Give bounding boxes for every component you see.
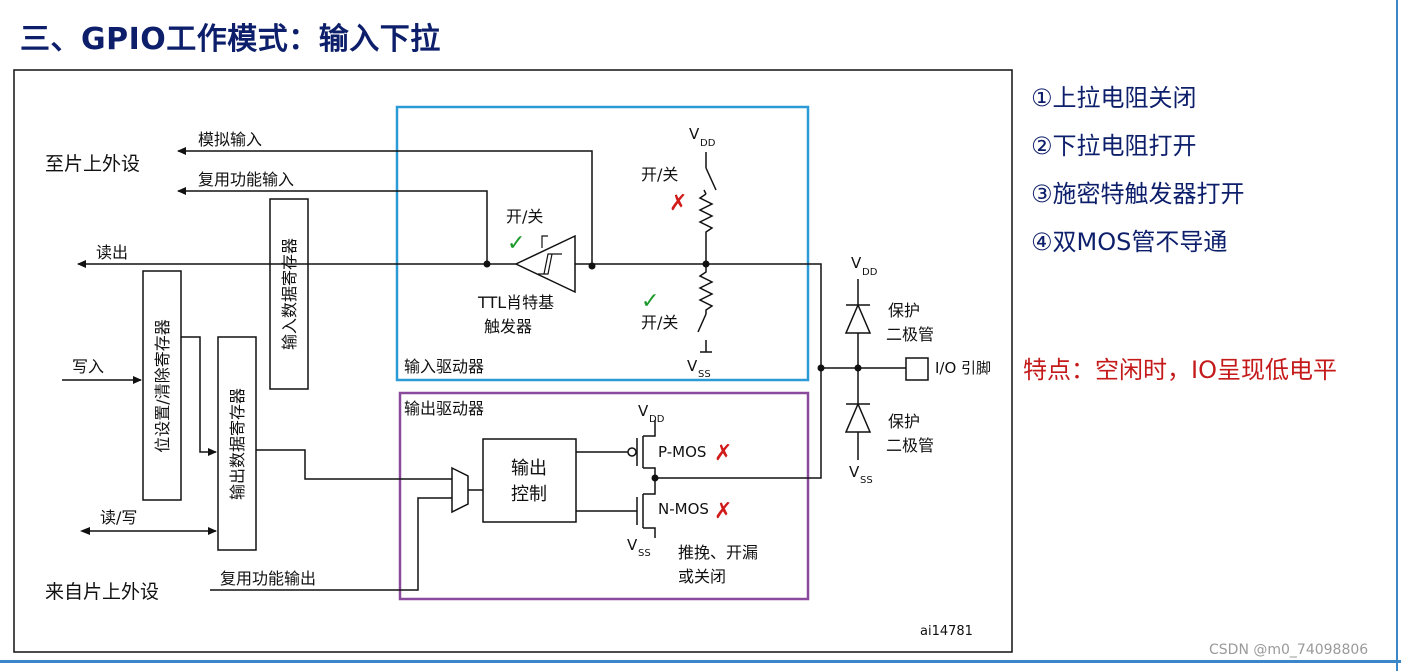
from-peripheral-label: 来自片上外设 [45, 581, 159, 603]
right-edge-rule [1396, 0, 1398, 671]
output-control-label-1: 输出 [511, 458, 547, 479]
alt-func-input-label: 复用功能输入 [198, 170, 294, 189]
bit-set-reset-register-label: 位设置/清除寄存器 [153, 319, 172, 452]
pmos-vdd-label: V [638, 402, 649, 420]
upper-diode-label-2: 二极管 [886, 325, 934, 344]
bsrr-to-odr-wire [181, 336, 217, 456]
nmos-cross: ✗ [714, 499, 732, 524]
diode-vss-label: V [849, 463, 860, 481]
ttl-schmitt-label-1: TTL肖特基 [477, 293, 554, 312]
mode-notes-list: ①上拉电阻关闭 ②下拉电阻打开 ③施密特触发器打开 ④双MOS管不导通 [1031, 80, 1245, 272]
output-mux [451, 466, 469, 514]
odr-to-mux-wire [256, 449, 452, 480]
io-pin-label: I/O 引脚 [935, 359, 991, 377]
lower-protect-diode [844, 402, 872, 433]
bottom-edge-rule [0, 660, 1401, 663]
diagram-frame [13, 69, 1013, 653]
diode-vdd-sub: DD [862, 267, 878, 278]
pmos-vdd-sub: DD [649, 414, 665, 425]
pulldown-resistor [698, 264, 714, 314]
pullup-vdd-label: V [689, 125, 700, 143]
read-out-label: 读出 [96, 243, 128, 262]
to-peripheral-label: 至片上外设 [45, 153, 140, 175]
output-control-box [482, 438, 577, 523]
analog-input-label: 模拟输入 [198, 130, 262, 149]
alt-func-input-wire [177, 187, 488, 264]
nmos-vss-label: V [627, 536, 638, 554]
pmos-label: P-MOS [658, 443, 706, 461]
note-item: ④双MOS管不导通 [1031, 228, 1228, 256]
output-data-register-label: 输出数据寄存器 [228, 388, 247, 500]
lower-diode-label-2: 二极管 [886, 436, 934, 455]
bit-set-reset-register-box [142, 270, 182, 501]
upper-protect-diode [844, 303, 872, 334]
pulldown-switch-label: 开/关 [641, 313, 678, 332]
feature-note: 特点：空闲时，IO呈现低电平 [1023, 356, 1337, 384]
note-item: ③施密特触发器打开 [1031, 180, 1245, 208]
output-driver-box [398, 391, 810, 601]
write-in-label: 写入 [72, 357, 104, 376]
output-driver-label: 输出驱动器 [404, 399, 484, 418]
mode-label-1: 推挽、开漏 [678, 543, 758, 562]
input-driver-box [395, 105, 810, 382]
analog-input-wire [177, 147, 593, 266]
output-control-label-2: 控制 [511, 484, 547, 505]
pullup-resistor [698, 193, 714, 264]
alt-func-output-wire [210, 497, 452, 591]
io-pin-box [905, 357, 929, 381]
lower-diode-label-1: 保护 [888, 412, 920, 431]
pullup-cross: ✗ [669, 191, 687, 216]
figure-id: ai14781 [920, 624, 973, 639]
input-data-register-box [269, 198, 309, 390]
slide-title: 三、GPIO工作模式：输入下拉 [20, 22, 441, 57]
pullup-switch-label: 开/关 [641, 165, 678, 184]
input-data-register-label: 输入数据寄存器 [280, 238, 299, 350]
pulldown-vss-sub: SS [698, 369, 711, 380]
alt-func-output-label: 复用功能输出 [220, 569, 316, 588]
mode-label-2: 或关闭 [678, 567, 726, 586]
output-data-register-box [217, 336, 257, 551]
nmos-label: N-MOS [658, 500, 709, 518]
pmos-cross: ✗ [714, 441, 732, 466]
pulldown-check: ✓ [641, 289, 659, 314]
diode-vss-sub: SS [860, 475, 873, 486]
pulldown-vss-label: V [687, 357, 698, 375]
diode-vdd-label: V [851, 254, 862, 272]
watermark: CSDN @m0_74098806 [1209, 642, 1369, 658]
note-item: ②下拉电阻打开 [1031, 132, 1197, 160]
schmitt-switch-label: 开/关 [506, 207, 543, 226]
pullup-vdd-sub: DD [700, 138, 716, 149]
pmos-transistor [636, 420, 656, 478]
upper-diode-label-1: 保护 [888, 301, 920, 320]
ttl-schmitt-label-2: 触发器 [484, 317, 532, 336]
note-item: ①上拉电阻关闭 [1031, 84, 1197, 112]
input-driver-label: 输入驱动器 [404, 357, 484, 376]
nmos-vss-sub: SS [638, 548, 651, 559]
read-write-label: 读/写 [100, 508, 137, 527]
schmitt-check: ✓ [507, 231, 525, 256]
nmos-transistor [636, 478, 656, 538]
